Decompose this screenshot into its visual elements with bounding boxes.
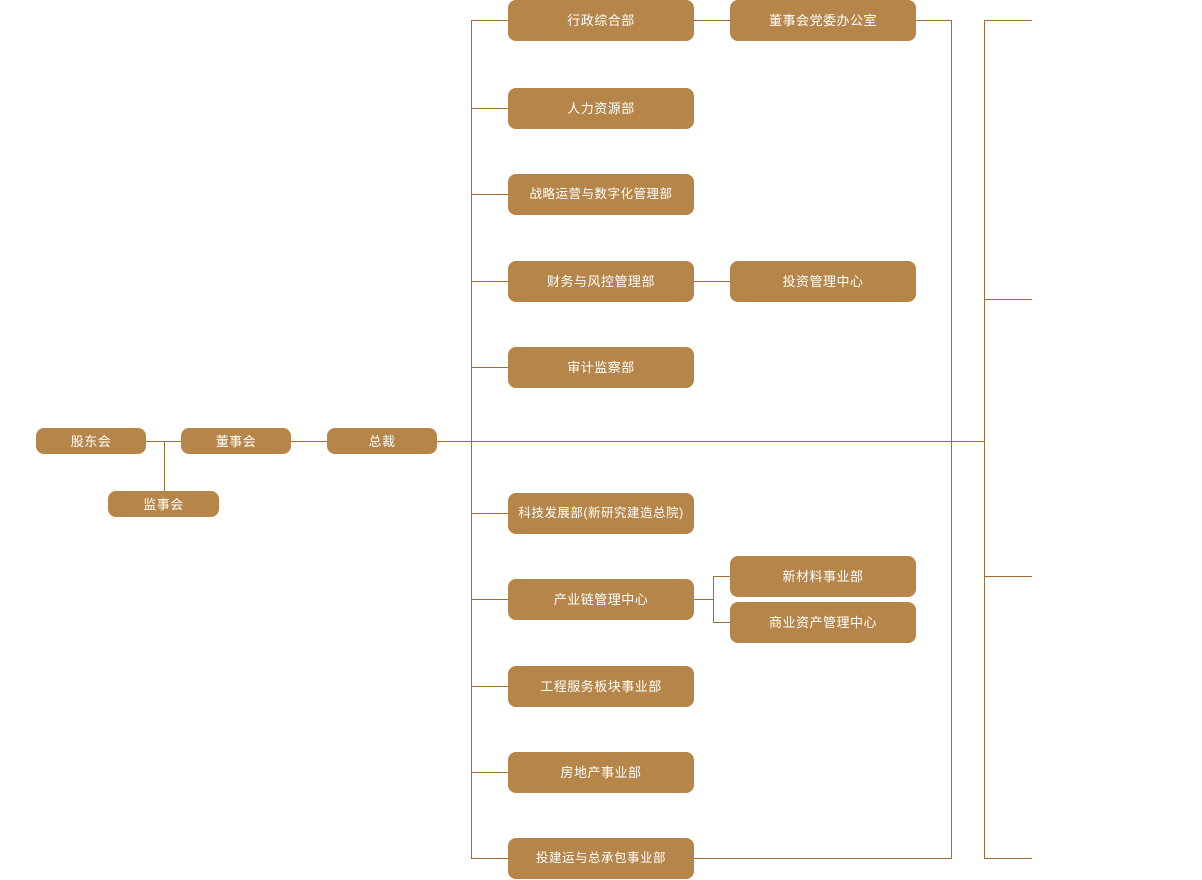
node-dept-industry-chain-center[interactable]: 产业链管理中心 [508,579,694,620]
bracket-outer-bottom-arm [984,858,1032,859]
node-shareholders-meeting[interactable]: 股东会 [36,428,146,454]
node-dept-technology-development[interactable]: 科技发展部(新研究建造总院) [508,493,694,534]
node-sub-commercial-assets[interactable]: 商业资产管理中心 [730,602,916,643]
connector-to-commercial-assets [713,622,730,623]
connector-dept-upper-2 [471,194,508,195]
node-supervisory-board[interactable]: 监事会 [108,491,219,517]
connector-board-to-president [291,441,327,442]
bracket-inner-vertical [951,20,952,859]
node-dept-strategy-digital[interactable]: 战略运营与数字化管理部 [508,174,694,215]
connector-dept-upper-3 [471,281,508,282]
bracket-inner-top-arm [916,20,952,21]
node-dept-audit-supervision[interactable]: 审计监察部 [508,347,694,388]
connector-dept-lower-3 [471,772,508,773]
node-sub-new-materials[interactable]: 新材料事业部 [730,556,916,597]
node-board-of-directors[interactable]: 董事会 [181,428,291,454]
connector-dept-lower-0 [471,513,508,514]
bracket-inner-bottom-arm [694,858,952,859]
connector-dept-upper-1 [471,108,508,109]
connector-shareholders-to-board [146,441,181,442]
node-dept-engineering-services[interactable]: 工程服务板块事业部 [508,666,694,707]
connector-supervisory-drop [164,441,165,491]
bracket-outer-top-arm [984,20,1032,21]
connector-dept-upper-4 [471,367,508,368]
bracket-outer-mid-upper-arm [984,299,1032,300]
node-president[interactable]: 总裁 [327,428,437,454]
trunk-vertical-upper [471,20,472,441]
node-dept-human-resources[interactable]: 人力资源部 [508,88,694,129]
bracket-outer-mid-lower-arm [984,576,1032,577]
connector-dept-lower-2 [471,686,508,687]
connector-to-new-materials [713,576,730,577]
bracket-outer-vertical [984,20,985,859]
node-sub-investment-center[interactable]: 投资管理中心 [730,261,916,302]
node-dept-real-estate[interactable]: 房地产事业部 [508,752,694,793]
connector-dept-upper-0 [471,20,508,21]
connector-admin-to-party-office [694,20,730,21]
node-dept-investment-construction-epc[interactable]: 投建运与总承包事业部 [508,838,694,879]
trunk-vertical-lower [471,441,472,859]
connector-finance-to-investment [694,281,730,282]
connector-dept-lower-1 [471,599,508,600]
node-sub-party-office[interactable]: 董事会党委办公室 [730,0,916,41]
node-dept-finance-risk[interactable]: 财务与风控管理部 [508,261,694,302]
connector-industry-chain-stub [694,599,713,600]
connector-dept-lower-4 [471,858,508,859]
node-dept-administration[interactable]: 行政综合部 [508,0,694,41]
connector-industry-chain-vertical [713,576,714,622]
connector-president-spine [437,441,985,442]
